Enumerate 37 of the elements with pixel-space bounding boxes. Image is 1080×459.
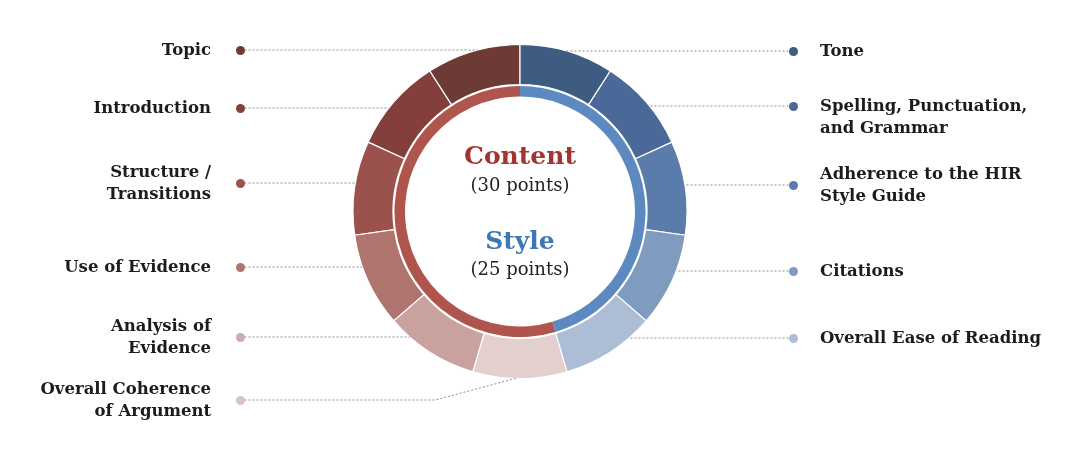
leader-line — [565, 50, 789, 52]
criterion-label: Introduction — [92, 97, 211, 119]
donut-segment — [519, 43, 611, 106]
points-caption: (25 points) — [470, 258, 570, 280]
leader-line — [675, 270, 789, 272]
criterion-label: Adherence to the HIR Style Guide — [820, 163, 1023, 207]
donut-segment — [354, 228, 425, 322]
leader-line — [244, 49, 478, 51]
leader-line — [244, 266, 363, 268]
donut-segment — [634, 141, 688, 236]
leader-line — [244, 182, 356, 184]
category-heading: Style — [485, 226, 555, 256]
donut-segment — [352, 141, 406, 236]
criterion-label: Spelling, Punctuation, and Grammar — [820, 95, 1029, 139]
criterion-label: Topic — [160, 39, 211, 61]
leader-line — [244, 336, 411, 338]
donut-segment — [429, 43, 521, 106]
points-caption: (30 points) — [470, 174, 570, 196]
donut-segment — [472, 332, 568, 379]
criterion-label: Overall Ease of Reading — [820, 327, 1042, 349]
criterion-label: Overall Coherence of Argument — [39, 378, 211, 422]
donut-segment — [367, 70, 452, 160]
leader-line — [244, 377, 517, 401]
criterion-label: Analysis of Evidence — [109, 315, 211, 359]
leader-line — [244, 107, 390, 109]
donut-segment — [393, 294, 485, 373]
criterion-label: Tone — [820, 40, 865, 62]
criterion-label: Use of Evidence — [63, 256, 211, 278]
leader-line — [628, 337, 789, 339]
leader-line — [648, 105, 789, 107]
donut-segment — [588, 70, 673, 160]
donut-segment — [555, 294, 647, 373]
leader-line — [684, 184, 789, 186]
donut-segment — [615, 228, 686, 322]
category-heading: Content — [464, 141, 576, 171]
criterion-label: Structure / Transitions — [105, 161, 211, 205]
criterion-label: Citations — [820, 260, 905, 282]
